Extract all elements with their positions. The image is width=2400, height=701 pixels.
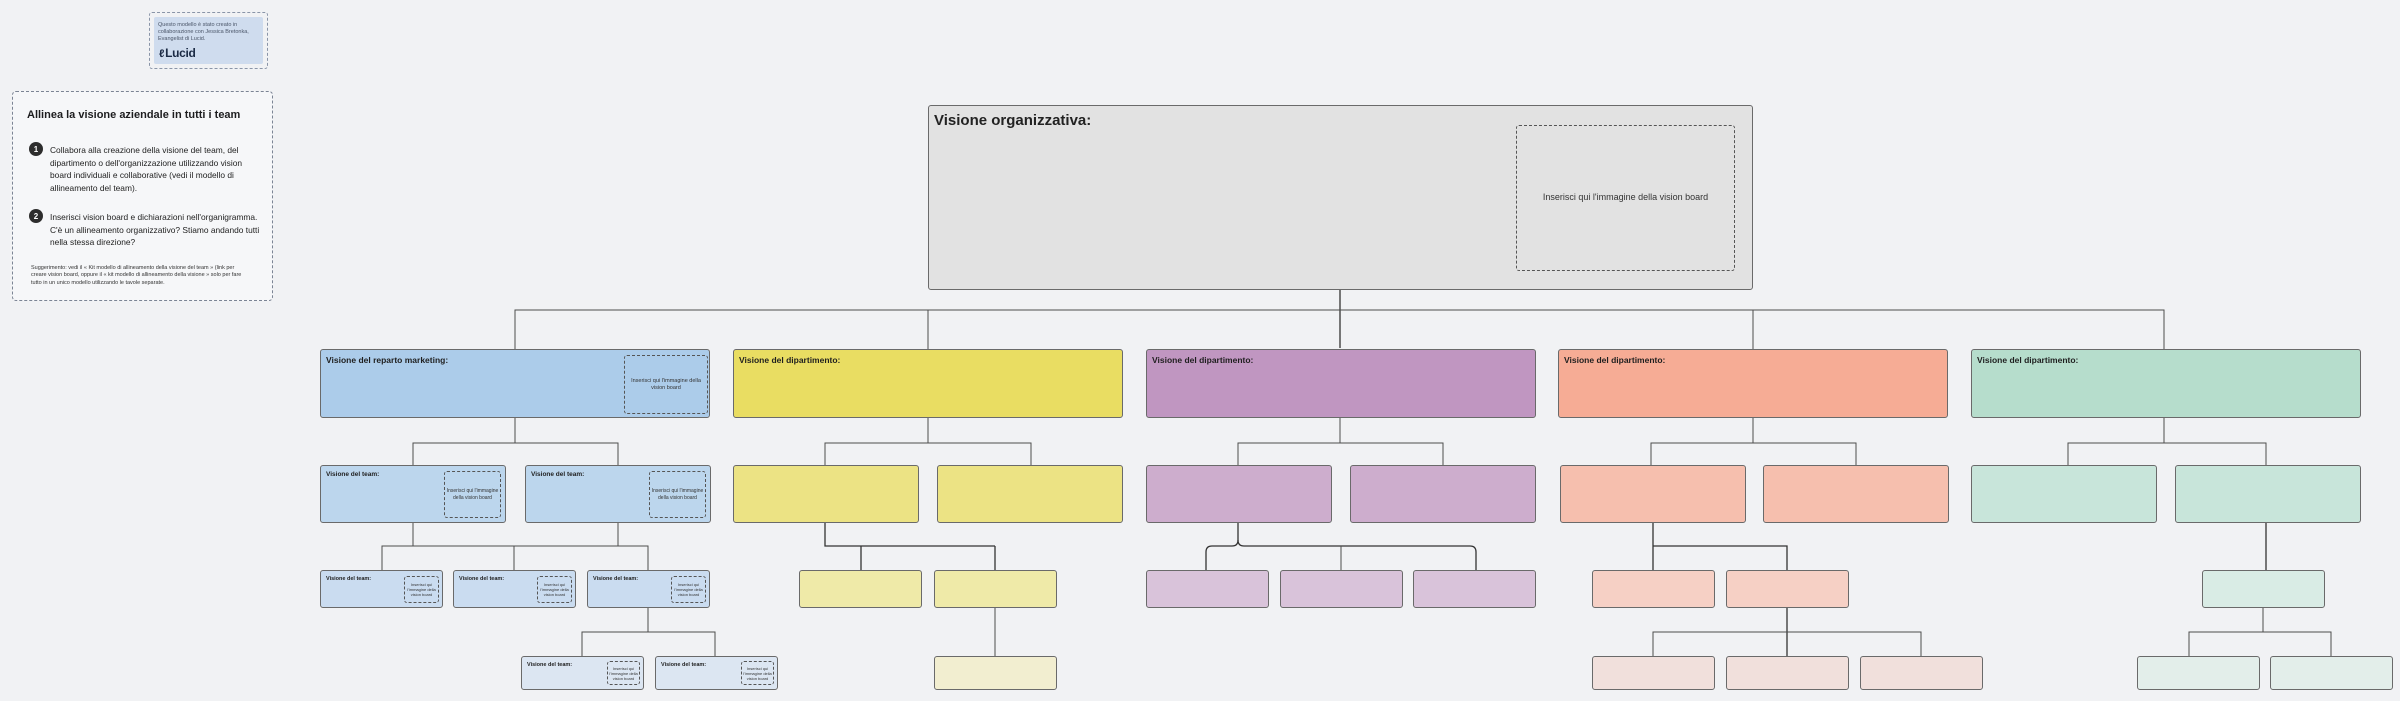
vision-board-placeholder[interactable]: Inserisci qui l'immagine della vision bo… [649,471,706,518]
step-2: 2 Inserisci vision board e dichiarazioni… [29,209,265,261]
connector [514,309,2165,349]
team-box-yellow[interactable] [934,570,1057,608]
vision-board-placeholder[interactable]: Inserisci qui l'immagine della vision bo… [404,576,439,603]
step-text: Inserisci vision board e dichiarazioni n… [50,212,260,248]
team-box[interactable]: Visione del team: Inserisci qui l'immagi… [320,570,443,608]
panel-tip: Suggerimento: vedi il « Kit modello di a… [31,265,242,286]
instructions-panel: Allinea la visione aziendale in tutti i … [12,91,273,301]
team-box-purple[interactable] [1280,570,1403,608]
connector [824,523,996,570]
connector [824,418,1032,465]
team-box[interactable]: Visione del team: Inserisci qui l'immagi… [655,656,778,690]
team-box-orange[interactable] [1592,570,1715,608]
team-box-yellow[interactable] [733,465,919,523]
credit-card: Questo modello è stato creato in collabo… [149,12,268,69]
step-number: 1 [29,142,43,156]
team-title: Visione del team: [531,471,585,478]
vision-board-placeholder[interactable]: Inserisci qui l'immagine della vision bo… [607,661,640,685]
team-box-yellow[interactable] [934,656,1057,690]
vision-board-placeholder[interactable]: Inserisci qui l'immagine della vision bo… [624,355,708,414]
step-text: Collabora alla creazione della visione d… [50,145,243,193]
team-box-green[interactable] [1971,465,2157,523]
lucid-mark-icon: ℓ [159,48,165,60]
team-box[interactable]: Visione del team: Inserisci qui l'immagi… [521,656,644,690]
team-box-purple[interactable] [1146,465,1332,523]
team-title: Visione del team: [527,662,573,668]
connector [1652,523,1788,570]
team-box[interactable]: Visione del team: Inserisci qui l'immagi… [453,570,576,608]
team-box-green[interactable] [2175,465,2361,523]
connector [2188,608,2332,656]
credit-text: Questo modello è stato creato in collabo… [158,22,249,43]
department-title: Visione del dipartimento: [739,355,841,365]
vision-board-placeholder[interactable]: Inserisci qui l'immagine della vision bo… [741,661,774,685]
connector [1650,418,1857,465]
connector [581,608,716,656]
connector [1205,523,1239,570]
lucid-logo-text: Lucid [165,46,196,60]
team-title: Visione del team: [326,471,380,478]
marketing-dept-box[interactable]: Visione del reparto marketing: Inserisci… [320,349,710,418]
vision-board-placeholder[interactable]: Inserisci qui l'immagine della vision bo… [671,576,706,603]
team-title: Visione del team: [326,576,372,582]
step-number: 2 [29,209,43,223]
team-box-yellow[interactable] [799,570,922,608]
department-box-green[interactable]: Visione del dipartimento: [1971,349,2361,418]
connector [513,523,619,570]
connector [1237,418,1444,465]
department-title: Visione del dipartimento: [1152,355,1254,365]
connector [381,523,649,570]
team-title: Visione del team: [661,662,707,668]
team-box[interactable]: Visione del team: Inserisci qui l'immagi… [587,570,710,608]
team-box-orange[interactable] [1763,465,1949,523]
lucid-logo: ℓLucid [159,46,196,60]
team-box-green[interactable] [2270,656,2393,690]
team-box-green[interactable] [2137,656,2260,690]
team-box-orange[interactable] [1860,656,1983,690]
marketing-dept-title: Visione del reparto marketing: [326,355,449,365]
team-box-purple[interactable] [1350,465,1536,523]
credit-background: Questo modello è stato creato in collabo… [154,17,263,64]
vision-board-placeholder[interactable]: Inserisci qui l'immagine della vision bo… [1516,125,1735,271]
panel-title: Allinea la visione aziendale in tutti i … [27,109,241,121]
department-box-yellow[interactable]: Visione del dipartimento: [733,349,1123,418]
team-box-purple[interactable] [1413,570,1536,608]
vision-board-placeholder[interactable]: Inserisci qui l'immagine della vision bo… [444,471,501,518]
connector [1237,539,1477,570]
department-box-purple[interactable]: Visione del dipartimento: [1146,349,1536,418]
team-box[interactable]: Visione del team: Inserisci qui l'immagi… [525,465,711,523]
team-title: Visione del team: [459,576,505,582]
connector [412,418,619,465]
org-vision-box[interactable]: Visione organizzativa: Inserisci qui l'i… [928,105,1753,290]
team-box-orange[interactable] [1592,656,1715,690]
team-box-purple[interactable] [1146,570,1269,608]
department-title: Visione del dipartimento: [1977,355,2079,365]
department-title: Visione del dipartimento: [1564,355,1666,365]
team-box-orange[interactable] [1560,465,1746,523]
team-box-green[interactable] [2202,570,2325,608]
team-box-yellow[interactable] [937,465,1123,523]
team-box-orange[interactable] [1726,656,1849,690]
connector [2067,418,2267,465]
team-box[interactable]: Visione del team: Inserisci qui l'immagi… [320,465,506,523]
connector [1652,631,1922,656]
org-vision-title: Visione organizzativa: [934,112,1092,129]
department-box-orange[interactable]: Visione del dipartimento: [1558,349,1948,418]
team-box-orange[interactable] [1726,570,1849,608]
step-1: 1 Collabora alla creazione della visione… [29,142,265,204]
team-title: Visione del team: [593,576,639,582]
vision-board-placeholder[interactable]: Inserisci qui l'immagine della vision bo… [537,576,572,603]
